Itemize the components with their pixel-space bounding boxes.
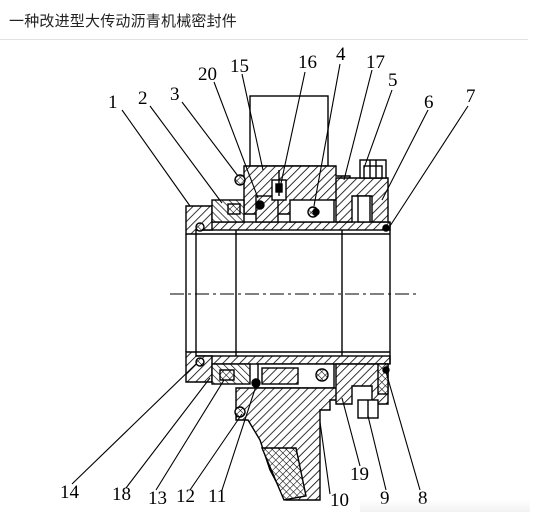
lower-assembly [195, 357, 390, 501]
upper-assembly [195, 95, 390, 232]
leader-lines [71, 63, 469, 495]
label-2: 2 [138, 88, 148, 109]
label-17: 17 [366, 52, 385, 73]
title-divider [0, 39, 528, 40]
label-12: 12 [176, 486, 195, 507]
label-11: 11 [208, 486, 226, 507]
label-10: 10 [330, 490, 349, 511]
label-20: 20 [198, 64, 217, 85]
page-title: 一种改进型大传动沥青机械密封件 [9, 12, 238, 30]
label-14: 14 [60, 482, 80, 503]
label-16: 16 [298, 52, 317, 73]
label-15: 15 [230, 56, 249, 77]
label-19: 19 [350, 464, 369, 485]
bottom-toolbar-fade [360, 500, 530, 512]
label-6: 6 [424, 92, 434, 113]
label-9: 9 [380, 488, 390, 509]
label-18: 18 [112, 484, 131, 505]
label-3: 3 [170, 84, 180, 105]
part-numbers: 1 2 3 20 15 16 4 17 5 6 7 14 18 13 12 11… [60, 44, 476, 511]
label-13: 13 [148, 488, 167, 509]
label-4: 4 [336, 44, 346, 65]
label-7: 7 [466, 86, 476, 107]
label-1: 1 [108, 92, 118, 113]
label-8: 8 [418, 488, 428, 509]
label-5: 5 [388, 70, 398, 91]
